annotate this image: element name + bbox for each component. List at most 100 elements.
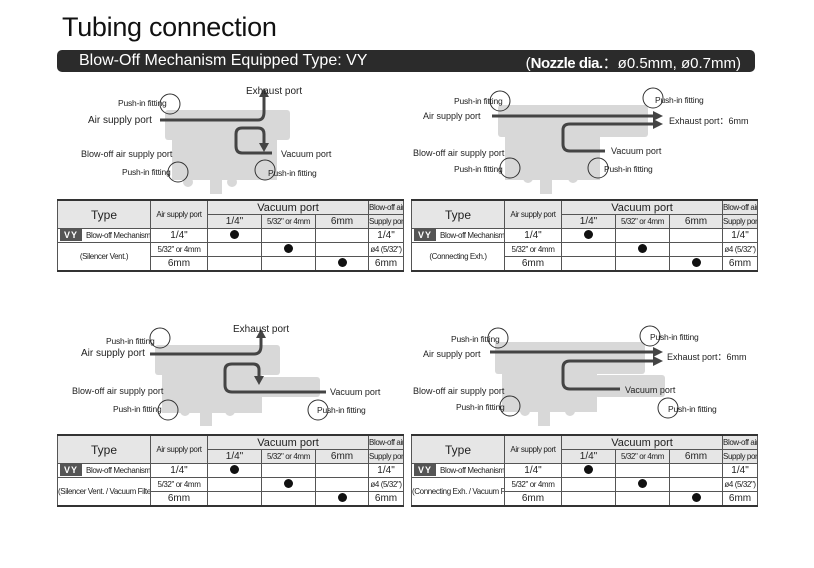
air-supply-value: 1/4" xyxy=(504,463,562,478)
diagram-label: Blow-off air supply port xyxy=(81,149,173,159)
vacuum-cell xyxy=(615,463,670,478)
tubing-table: Type Air supply port Vacuum port Blow-of… xyxy=(411,434,759,507)
ejector-body-1 xyxy=(165,110,290,194)
diagram-label: Vacuum port xyxy=(281,149,332,159)
diagram-label: Air supply port xyxy=(423,111,481,121)
type-header: Type xyxy=(411,199,505,229)
vacuum-cell xyxy=(668,477,724,492)
nozzle-paren: ( xyxy=(525,55,531,72)
blowoff-header: Supply port xyxy=(722,214,759,229)
vacuum-port-header: Vacuum port xyxy=(560,434,724,450)
vacuum-cell xyxy=(207,491,262,507)
vacuum-cell xyxy=(314,463,370,478)
vacuum-cell xyxy=(314,491,370,507)
air-supply-value: 6mm xyxy=(150,256,208,272)
diagram-label: Air supply port xyxy=(81,348,145,359)
compatible-dot xyxy=(337,493,347,503)
variant-label: (Silencer Vent. / Vacuum Filter) xyxy=(57,477,151,507)
variant-label: (Connecting Exh. / Vacuum Filter) xyxy=(411,477,505,507)
type-header: Type xyxy=(411,434,505,464)
vacuum-cell xyxy=(207,228,262,243)
vacuum-cell xyxy=(261,228,316,243)
diagram-label: Vacuum port xyxy=(625,385,676,395)
diagram-label: Exhaust port xyxy=(233,324,290,335)
vacuum-col: 6mm xyxy=(314,449,370,464)
vacuum-cell xyxy=(207,256,262,272)
vacuum-cell xyxy=(207,463,262,478)
diagram-label: Push-in fitting xyxy=(317,405,366,415)
vy-badge: VY xyxy=(60,229,83,241)
table-row: (Connecting Exh. / Vacuum Filter)5/32" o… xyxy=(411,477,759,507)
ejector-body-2 xyxy=(498,105,648,194)
vacuum-cell xyxy=(261,256,316,272)
diagram-label: Push-in fitting xyxy=(268,168,317,178)
vacuum-cell xyxy=(615,491,670,507)
vacuum-cell xyxy=(668,242,724,257)
blowoff-header: Blow-off air xyxy=(722,434,759,450)
diagram-label: Push-in fitting xyxy=(454,96,503,106)
tubing-table: Type Air supply port Vacuum port Blow-of… xyxy=(57,199,405,272)
vacuum-cell xyxy=(561,228,616,243)
mechanism-label: Blow-off Mechanism xyxy=(86,466,151,475)
diagram-label: Push-in fitting xyxy=(650,332,699,342)
compatible-dot xyxy=(584,465,593,475)
vacuum-col: 6mm xyxy=(668,214,724,229)
air-supply-value: 1/4" xyxy=(504,228,562,243)
mechanism-label: Blow-off Mechanism xyxy=(86,231,151,240)
diagram-label: Push-in fitting xyxy=(113,404,162,414)
diagram-label: Blow-off air supply port xyxy=(72,386,164,396)
tubing-table: Type Air supply port Vacuum port Blow-of… xyxy=(411,199,759,272)
diagram-label: Push-in fitting xyxy=(456,402,505,412)
diagram-label: Exhaust port：6mm xyxy=(669,116,749,126)
air-supply-header: Air supply port xyxy=(150,434,208,464)
mechanism-label: Blow-off Mechanism xyxy=(440,466,505,475)
diagram-label: Blow-off air supply port xyxy=(413,148,505,158)
vacuum-cell xyxy=(561,477,616,492)
blowoff-value: 1/4" xyxy=(368,228,405,243)
vacuum-port-header: Vacuum port xyxy=(560,199,724,215)
flow-arrows-4 xyxy=(490,350,655,391)
section-bar: Blow-Off Mechanism Equipped Type: VY (No… xyxy=(57,50,755,72)
ejector-body-3 xyxy=(155,345,320,426)
vacuum-cell xyxy=(561,463,616,478)
air-supply-value: 5/32" or 4mm xyxy=(150,477,208,492)
vacuum-port-header: Vacuum port xyxy=(206,434,370,450)
nozzle-note: (Nozzle dia.：ø0.5mm, ø0.7mm) xyxy=(526,52,741,73)
air-supply-header: Air supply port xyxy=(150,199,208,229)
diagram-label: Air supply port xyxy=(88,115,152,126)
compatible-dot xyxy=(691,258,701,268)
compatible-dot xyxy=(638,244,647,254)
vy-badge: VY xyxy=(414,464,437,476)
blowoff-value: ø4 (5/32") xyxy=(722,477,759,492)
diagram-label: Vacuum port xyxy=(330,387,381,397)
vacuum-cell xyxy=(668,228,724,243)
vacuum-cell xyxy=(261,463,316,478)
vacuum-cell xyxy=(261,242,316,257)
vacuum-cell xyxy=(668,491,724,507)
page-title: Tubing connection xyxy=(62,12,277,42)
diagram-label: Exhaust port：6mm xyxy=(667,352,747,362)
nozzle-values: ：ø0.5mm, ø0.7mm) xyxy=(602,55,741,72)
mechanism-label: Blow-off Mechanism xyxy=(440,231,505,240)
blowoff-value: 6mm xyxy=(368,491,405,507)
vacuum-col: 5/32" or 4mm xyxy=(261,214,316,229)
compatible-dot xyxy=(284,479,293,489)
blowoff-value: ø4 (5/32") xyxy=(368,477,405,492)
blowoff-value: ø4 (5/32") xyxy=(368,242,405,257)
blowoff-header: Supply port xyxy=(722,449,759,464)
diagram-label: Push-in fitting xyxy=(122,167,171,177)
table-row: (Silencer Vent. / Vacuum Filter)5/32" or… xyxy=(57,477,405,507)
air-supply-value: 1/4" xyxy=(150,228,208,243)
blowoff-value: 1/4" xyxy=(722,228,759,243)
type-header: Type xyxy=(57,199,151,229)
blowoff-value: ø4 (5/32") xyxy=(722,242,759,257)
air-supply-value: 6mm xyxy=(504,256,562,272)
vacuum-cell xyxy=(615,477,670,492)
